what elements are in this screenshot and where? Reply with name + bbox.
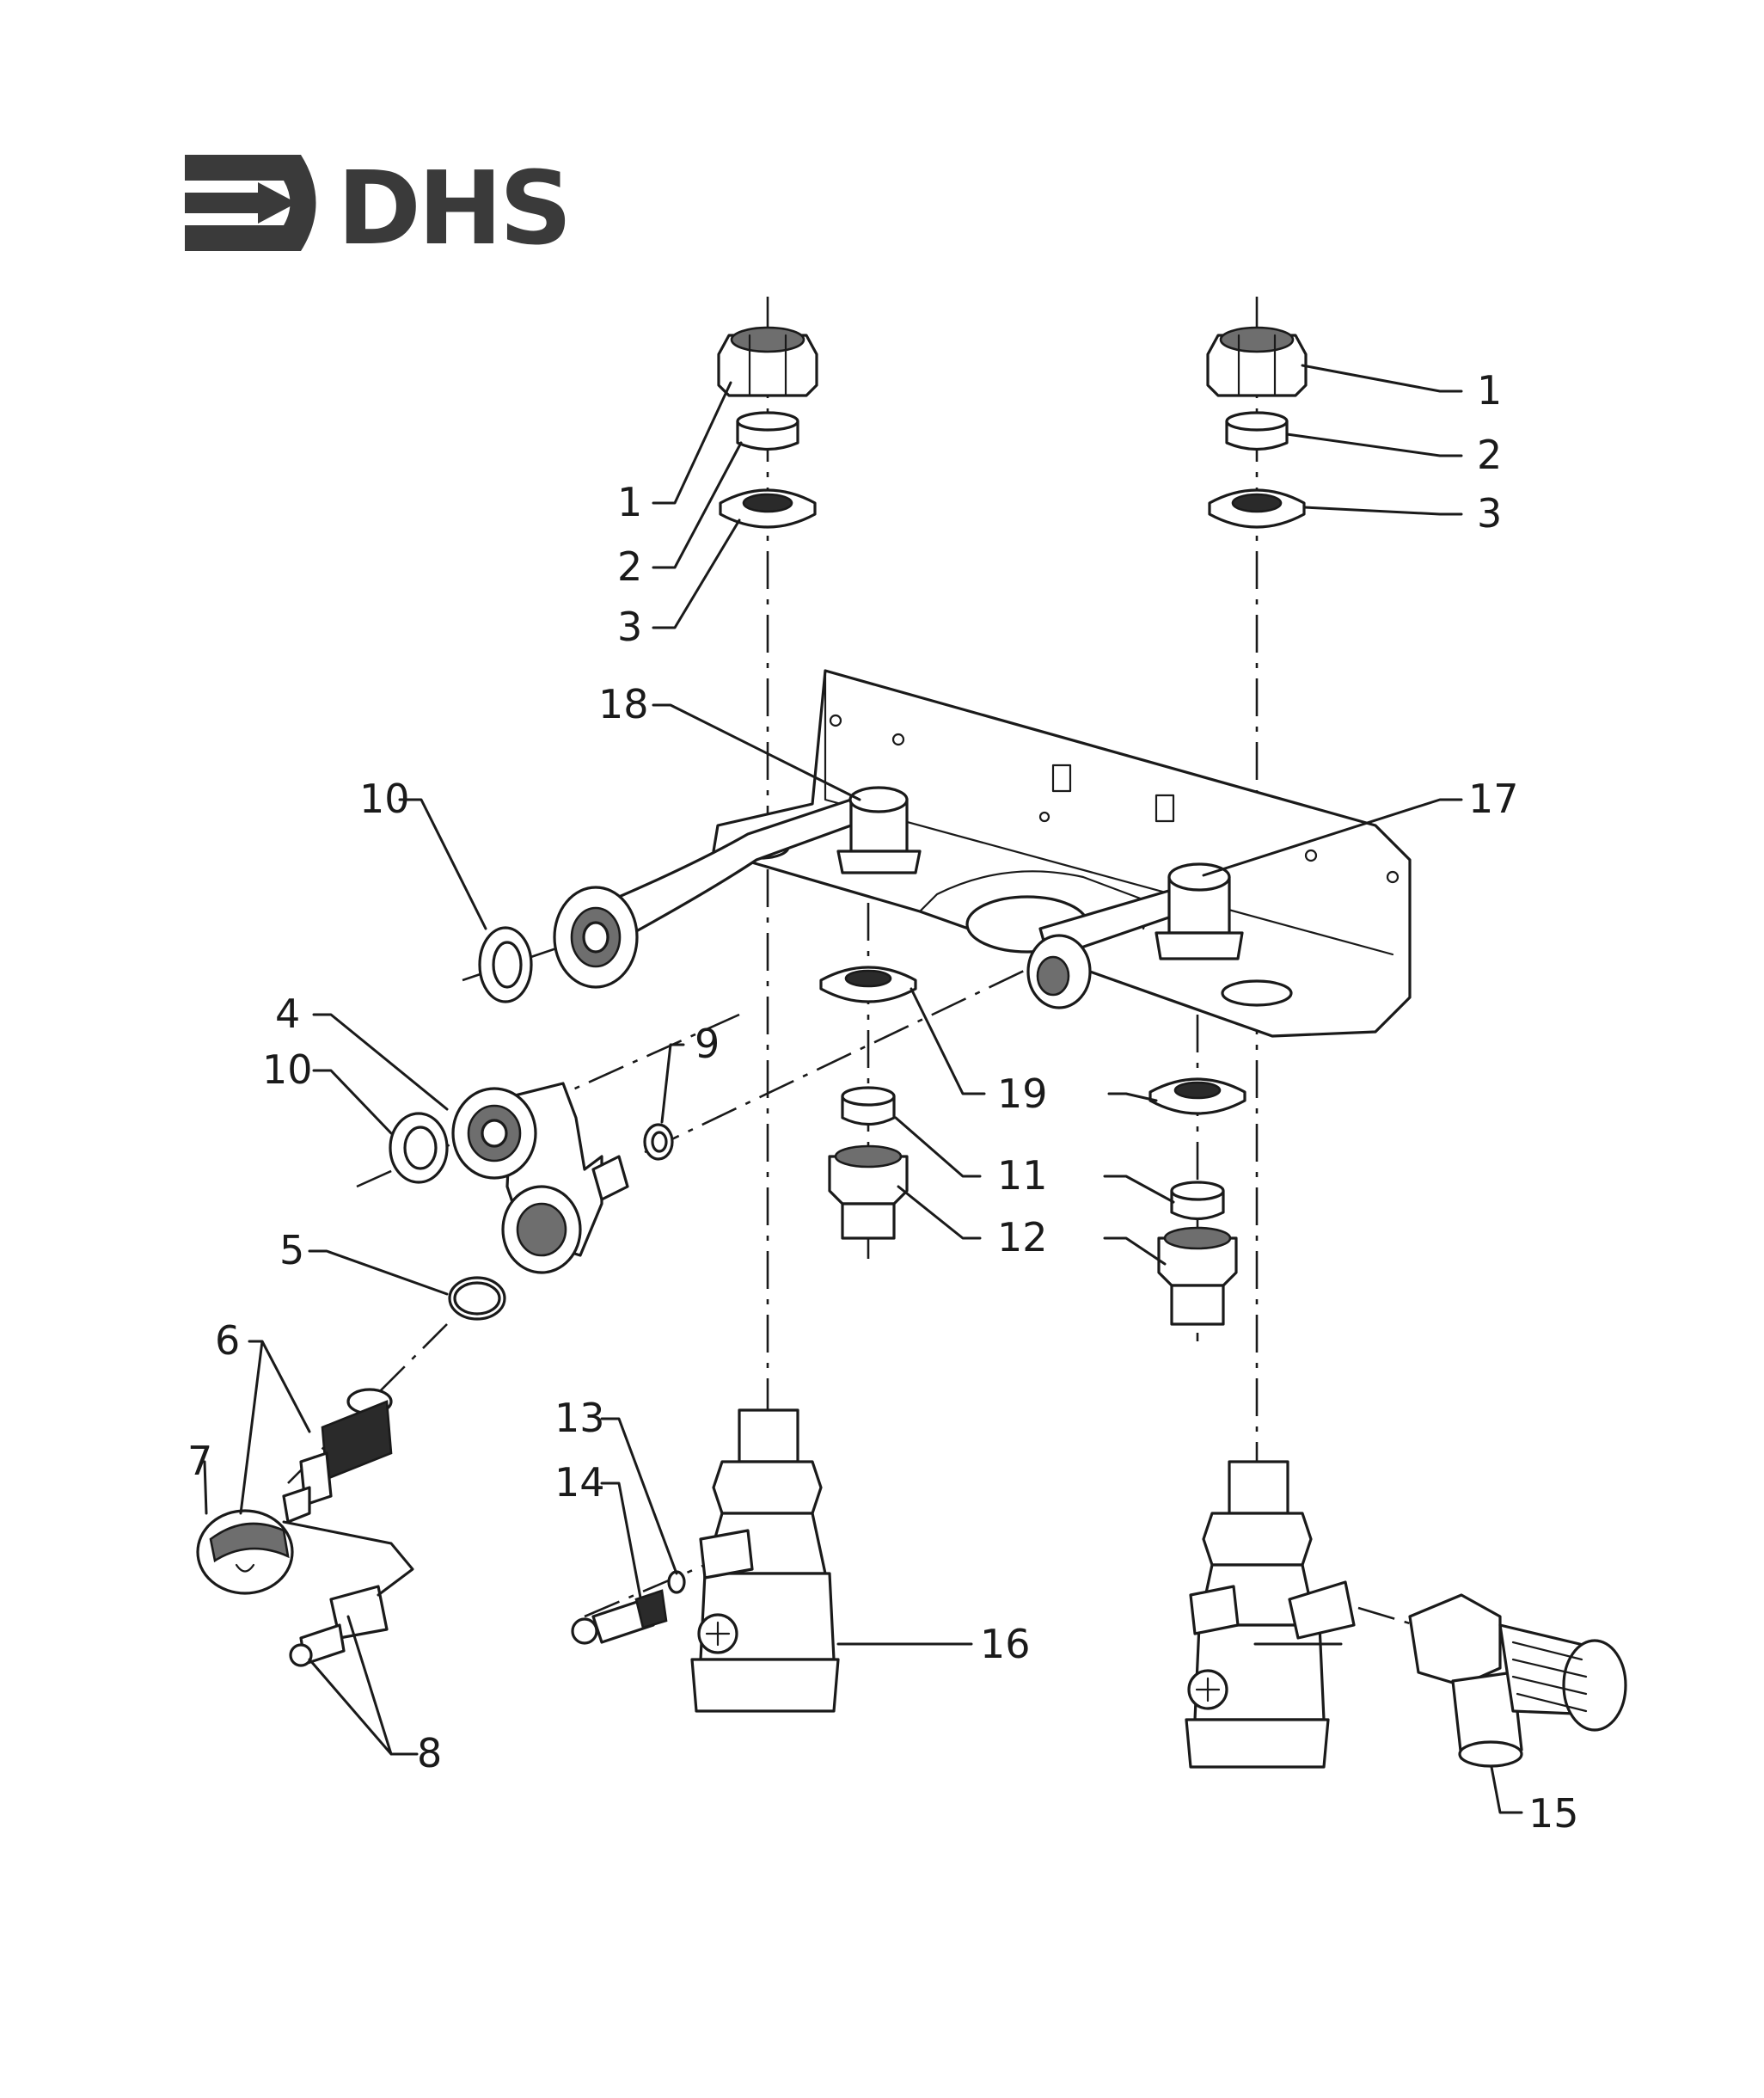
elbow-fitting-4 [451,1082,629,1274]
callout-4: 4 [275,991,300,1037]
lock-nut-19-right [1148,1077,1246,1115]
pipe-connection-18 [583,786,922,952]
olive-11-left [841,1086,896,1126]
lock-nut-left [719,488,817,529]
callout-14: 14 [554,1459,605,1506]
union-nut-pipe-left [553,886,639,989]
lock-nut-19-left [819,966,917,1003]
callout-13: 13 [554,1395,605,1441]
olive-ring-right [1225,411,1289,451]
drain-plug-14 [571,1589,668,1645]
olive-11-right [1170,1181,1225,1221]
union-nut-left [717,326,818,397]
callout-6: 6 [215,1317,240,1364]
callout-17: 17 [1468,776,1519,822]
shutoff-valve-16-left [690,1408,840,1713]
washer-10-lower [389,1112,449,1184]
callout-18: 18 [598,681,649,727]
washer-10-upper [478,926,533,1003]
olive-ring-left [736,411,799,451]
callout-16: 16 [980,1621,1031,1667]
handwheel-knob-7 [196,1509,294,1595]
callout-15: 15 [1528,1790,1579,1837]
clip-8 [289,1585,389,1667]
nipple-12-left [828,1144,909,1240]
callout-2-right: 2 [1477,432,1502,478]
valve-insert-6 [282,1388,393,1524]
callout-10-upper: 10 [359,776,410,822]
callout-19: 19 [997,1070,1048,1117]
logo-text: DHS [337,149,569,267]
callout-5: 5 [279,1227,304,1273]
lock-nut-right [1208,488,1306,529]
union-nut-pipe-right [1026,934,1092,1009]
callout-numbers: 1 2 3 1 2 3 18 17 10 4 10 9 5 19 11 12 6… [187,367,1579,1837]
callout-8: 8 [417,1730,442,1776]
callout-3-left: 3 [617,604,642,650]
callout-3-right: 3 [1477,490,1502,537]
sealing-ring-9 [643,1123,674,1161]
leader-lines [203,364,1523,1814]
callout-9: 9 [695,1021,720,1067]
callout-1-right: 1 [1477,367,1502,414]
shutoff-valve-16-right [1185,1460,1356,1769]
callout-1-left: 1 [617,479,642,525]
nipple-12-right [1157,1226,1238,1326]
callout-10-lower: 10 [262,1046,313,1093]
callout-2-left: 2 [617,543,642,590]
dhs-logo: DHS [185,149,573,267]
callout-7: 7 [187,1438,212,1484]
angle-valve-15 [1408,1593,1627,1768]
callout-12: 12 [997,1214,1048,1261]
o-ring-5 [448,1276,506,1321]
union-nut-right [1206,326,1308,397]
washer-13 [667,1570,686,1594]
callout-11: 11 [997,1152,1048,1199]
